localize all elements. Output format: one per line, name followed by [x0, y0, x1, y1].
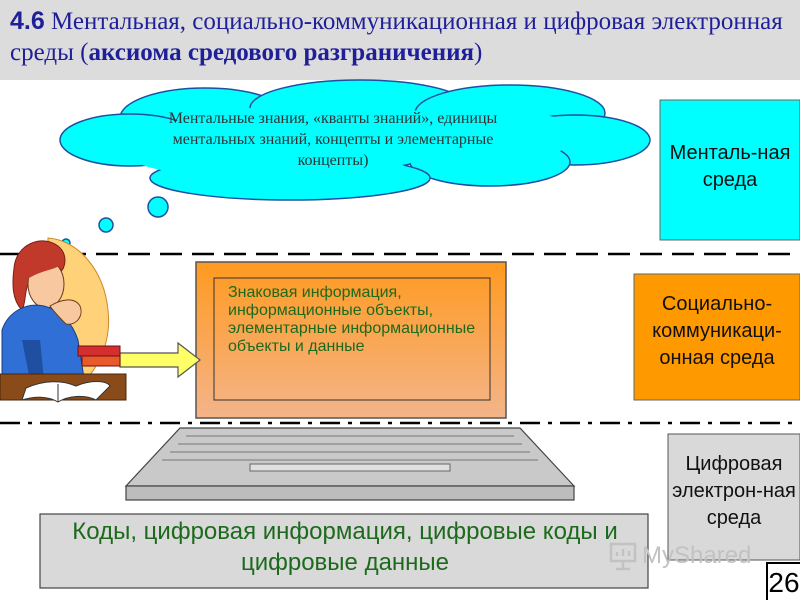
social-environment-box: [633, 273, 800, 401]
thought-cloud: [59, 79, 651, 201]
watermark: MyShared: [608, 538, 751, 574]
title-close: ): [474, 39, 483, 66]
thought-bubble-large: [147, 196, 169, 218]
title-axiom: аксиома средового разграничения: [88, 39, 475, 66]
slide-title: 4.6 Ментальная, социально-коммуникационн…: [10, 6, 790, 68]
laptop-screen: [195, 261, 507, 419]
arrow-right-icon: [119, 341, 201, 379]
watermark-text: MyShared: [642, 542, 752, 569]
open-book-icon: [21, 381, 111, 403]
laptop-keyboard: [124, 427, 576, 487]
title-bar: [0, 0, 800, 80]
laptop-base: [125, 485, 575, 501]
title-main: Ментальная, социально-коммуникационная и…: [10, 8, 783, 66]
title-number: 4.6: [10, 7, 45, 35]
mental-environment-box: [659, 99, 800, 241]
screen-text: Знаковая информация, информационные объе…: [228, 284, 476, 355]
thought-bubble-medium: [98, 217, 114, 233]
person-thinking-icon: [0, 237, 127, 403]
digital-environment-box: [667, 433, 800, 561]
laptop: [124, 261, 576, 501]
codes-text: Коды, цифровая информация, цифровые коды…: [72, 518, 618, 576]
mental-environment-label: Менталь-ная среда: [669, 142, 791, 191]
presentation-board-icon: [609, 542, 637, 571]
social-environment-label: Социально-коммуникаци-онная среда: [652, 293, 782, 369]
laptop-screen-inner: [213, 277, 491, 401]
laptop-spacebar: [249, 463, 451, 472]
page-number: 26: [766, 562, 800, 600]
codes-box: [39, 513, 649, 589]
digital-environment-label: Цифровая электрон-ная среда: [672, 453, 796, 529]
cloud-text: Ментальные знания, «кванты знаний», един…: [168, 110, 498, 169]
books-icon: [77, 345, 121, 357]
